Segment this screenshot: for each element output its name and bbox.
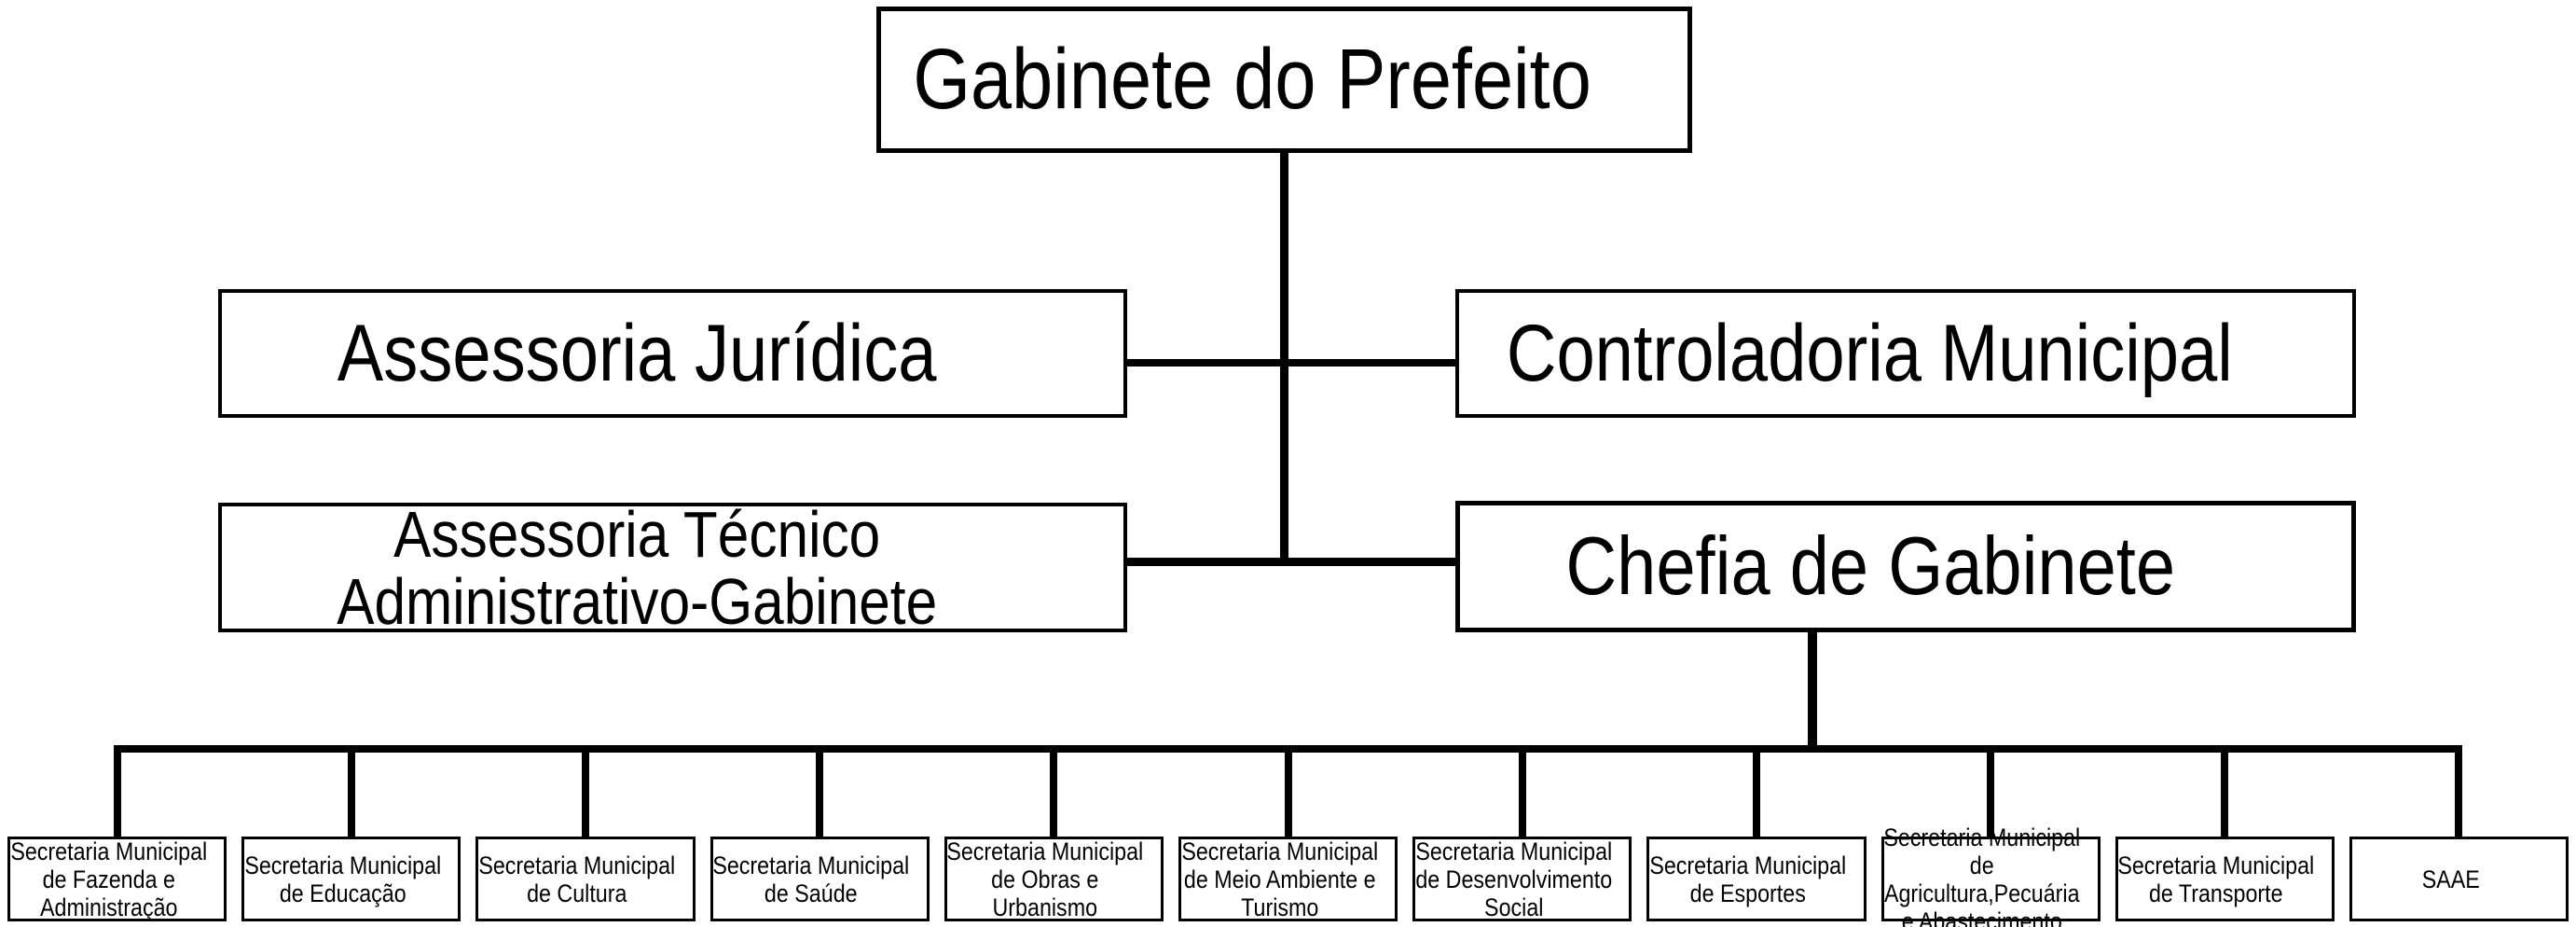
node-label: Secretaria Municipal de Obras e Urbanism… [946,837,1144,921]
node-chefia-de-gabinete: Chefia de Gabinete [1455,501,2356,632]
node-label: Chefia de Gabinete [1564,519,2175,613]
secretariat-slot: Secretaria Municipal de Desenvolvimento … [1405,745,1639,927]
connector-level2-horizontal [1123,359,1459,367]
secretariats-row: Secretaria Municipal de Fazenda e Admini… [0,745,2576,927]
node-secretaria-saude: Secretaria Municipal de Saúde [709,837,930,921]
node-label: Controladoria Municipal [1507,308,2234,398]
secretariat-slot: Secretaria Municipal de Obras e Urbanism… [937,745,1171,927]
node-gabinete-do-prefeito: Gabinete do Prefeito [876,7,1692,153]
node-secretaria-educacao: Secretaria Municipal de Educação [241,837,461,921]
node-secretaria-transporte: Secretaria Municipal de Transporte [2115,837,2335,921]
node-label: Secretaria Municipal de Transporte [2117,851,2315,907]
node-assessoria-juridica: Assessoria Jurídica [218,289,1127,418]
secretariat-slot: Secretaria Municipal de Agricultura,Pecu… [1874,745,2108,927]
node-label: Secretaria Municipal de Educação [244,851,442,907]
connector-chefia-drop [1808,627,1817,748]
node-label: Secretaria Municipal de Fazenda e Admini… [10,837,207,921]
node-label: Secretaria Municipal de Desenvolvimento … [1415,837,1612,921]
secretariat-slot: SAAE [2342,745,2576,927]
node-secretaria-agricultura-pecuaria-abastecimento: Secretaria Municipal de Agricultura,Pecu… [1880,823,2101,927]
node-label: Secretaria Municipal de Esportes [1649,851,1847,907]
node-label: Secretaria Municipal de Cultura [478,851,676,907]
node-saae: SAAE [2349,837,2569,921]
node-secretaria-esportes: Secretaria Municipal de Esportes [1646,837,1867,921]
connector-root-trunk [1280,149,1288,566]
secretariat-slot: Secretaria Municipal de Esportes [1639,745,1873,927]
secretariat-slot: Secretaria Municipal de Educação [234,745,468,927]
secretariat-slot: Secretaria Municipal de Cultura [468,745,702,927]
node-assessoria-tecnico-administrativo-gabinete: Assessoria Técnico Administrativo-Gabine… [218,497,1127,638]
secretariat-slot: Secretaria Municipal de Transporte [2108,745,2342,927]
node-label: Secretaria Municipal de Meio Ambiente e … [1180,837,1378,921]
node-label: Assessoria Técnico Administrativo-Gabine… [336,497,937,638]
node-secretaria-fazenda-administracao: Secretaria Municipal de Fazenda e Admini… [7,837,227,921]
node-label: SAAE [2421,865,2480,893]
secretariat-slot: Secretaria Municipal de Meio Ambiente e … [1171,745,1405,927]
node-secretaria-cultura: Secretaria Municipal de Cultura [475,837,696,921]
node-secretaria-desenvolvimento-social: Secretaria Municipal de Desenvolvimento … [1412,837,1632,921]
node-label: Secretaria Municipal de Agricultura,Pecu… [1883,823,2081,927]
node-secretaria-obras-urbanismo: Secretaria Municipal de Obras e Urbanism… [944,837,1164,921]
node-controladoria-municipal: Controladoria Municipal [1455,289,2356,418]
node-label: Assessoria Jurídica [337,308,937,398]
secretariat-slot: Secretaria Municipal de Saúde [703,745,937,927]
node-label: Secretaria Municipal de Saúde [712,851,910,907]
connector-level3-horizontal [1123,558,1459,566]
node-secretaria-meio-ambiente-turismo: Secretaria Municipal de Meio Ambiente e … [1178,837,1398,921]
node-label: Gabinete do Prefeito [913,31,1591,127]
secretariat-slot: Secretaria Municipal de Fazenda e Admini… [0,745,234,927]
